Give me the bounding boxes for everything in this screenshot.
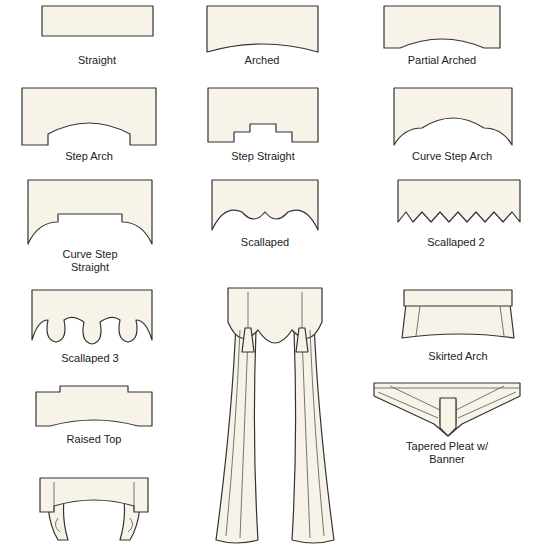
valance-style-label: Scallaped [210,236,320,249]
valance-style-label: Raised Top [39,433,149,446]
valance-style-label: Scallaped 2 [401,236,511,249]
straight-valance [42,6,153,36]
scallaped-2-valance [398,180,520,222]
tieback-curtain-valance [40,478,148,540]
step-straight-valance [208,88,318,142]
skirted-arch-valance [402,290,514,338]
arched-valance [207,6,318,52]
scallaped-valance [212,180,318,230]
valance-style-label: Straight [42,54,152,67]
valance-style-label: Partial Arched [387,54,497,67]
tapered-pleat-valance [374,383,520,436]
curve-step-arch-valance [394,88,512,145]
valance-style-label: Skirted Arch [403,350,513,363]
raised-top-valance [36,386,152,426]
valance-style-label: Arched [207,54,317,67]
step-arch-valance [22,88,156,145]
valance-style-label: Tapered Pleat w/ Banner [392,440,502,466]
valance-style-label: Curve Step Arch [392,150,512,163]
curtain-with-swag [216,288,334,543]
scallaped-3-valance [32,290,152,344]
partial-arched-valance [384,6,500,48]
valance-style-label: Curve Step Straight [45,248,135,274]
valance-style-label: Scallaped 3 [35,352,145,365]
valance-style-label: Step Straight [208,150,318,163]
curve-step-straight-valance [28,180,152,244]
valance-style-label: Step Arch [29,150,149,163]
